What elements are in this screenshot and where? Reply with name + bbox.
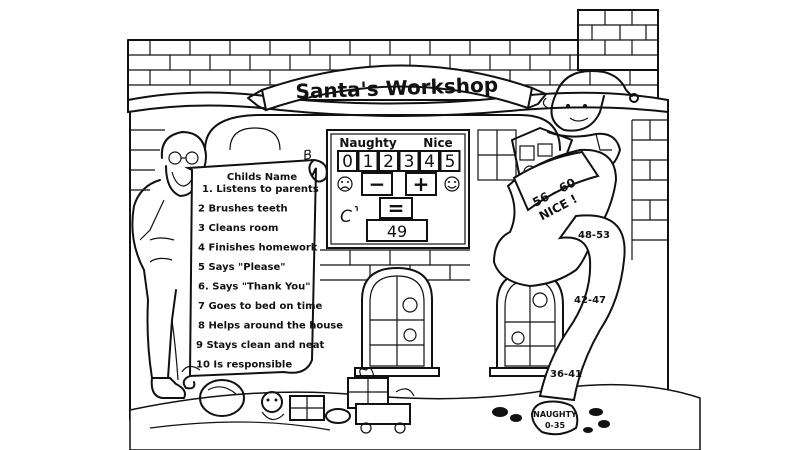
equals-symbol: = [388,196,405,220]
digit-box [398,150,420,172]
annotation-b: B [302,148,313,164]
checklist-title: Childs Name [227,172,297,183]
checklist-item: 10 Is responsible [196,360,292,371]
arch-window-left [354,266,440,377]
digit-box [337,150,358,172]
digit-box [357,150,379,172]
digit-1: 1 [363,152,374,172]
digit-0: 0 [342,152,353,172]
checklist-item: 4 Finishes homework [198,243,318,254]
digit-2: 2 [383,152,394,172]
gifts-and-toys [261,367,415,434]
equals-box: = [379,196,413,220]
naughty-tag-label: NAUGHTY [533,410,577,419]
checklist-item: 6. Says "Thank You" [198,282,311,293]
result-box: 49 [366,219,428,242]
range-42-47: 42-47 [574,295,606,306]
naughty-label: Naughty [339,136,397,150]
naughty-tag-range: 0-35 [545,421,565,430]
checklist-item: 3 Cleans room [198,223,278,234]
digit-4: 4 [424,152,435,172]
naughty-nice-checklist: Childs Name 1. Listens to parents 2 Brush… [181,158,343,390]
range-36-41: 36-41 [550,369,582,380]
checklist-item: 1. Listens to parents [202,184,319,195]
checklist-item: 2 Brushes teeth [198,204,288,215]
score-path: 48-53 42-47 36-41 [538,214,626,402]
minus-button[interactable]: − [361,172,393,196]
smile-face-icon [444,176,460,192]
frown-face-icon [337,176,353,192]
checklist-item: 9 Stays clean and neat [196,340,324,351]
result-value: 49 [387,222,407,241]
checklist-item: 5 Says "Please" [198,262,285,273]
coal-lumps [492,407,610,433]
checklist-item: 8 Helps around the house [198,321,343,332]
minus-symbol: − [369,172,386,196]
digit-5: 5 [445,152,456,172]
nice-label: Nice [423,136,452,150]
range-48-53: 48-53 [578,230,610,241]
plus-symbol: + [413,172,430,196]
annotation-c: C [340,207,352,227]
checklist-item: 7 Goes to bed on time [198,301,323,312]
plus-button[interactable]: + [405,172,437,196]
digit-3: 3 [404,152,415,172]
naughty-tag: NAUGHTY 0-35 [530,400,579,436]
checklist-items: 1. Listens to parents 2 Brushes teeth 3 Cl… [196,184,343,371]
digit-box [439,150,461,172]
nice-stocking: 56 - 60 NICE ! [492,148,618,288]
digit-box [419,150,440,172]
digit-box [378,150,399,172]
